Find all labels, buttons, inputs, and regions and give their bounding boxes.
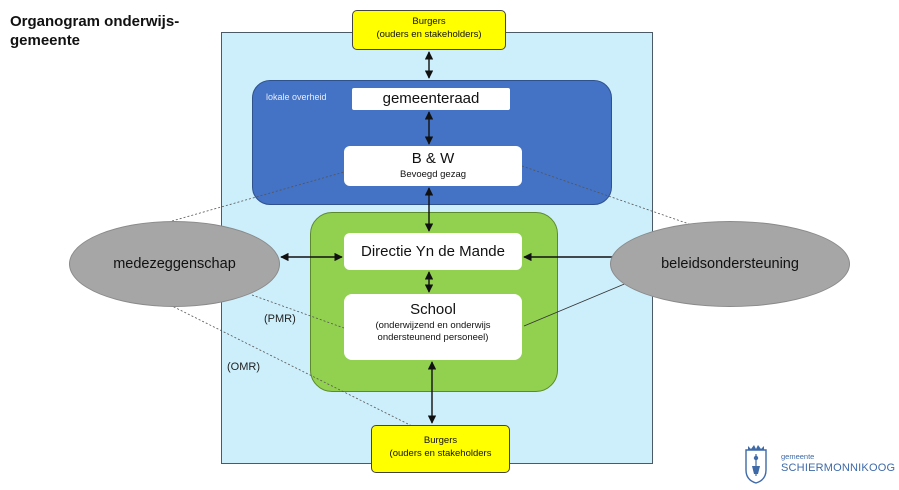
brand-gemeente-label: gemeente — [781, 452, 815, 461]
brand-name-label: SCHIERMONNIKOOG — [781, 462, 896, 474]
pmr-label: (PMR) — [264, 313, 296, 325]
bw-box: B & W Bevoegd gezag — [344, 146, 522, 186]
school-box: School (onderwijzend en onderwijs onders… — [344, 294, 522, 360]
dashed-line-mede-bw — [171, 171, 345, 222]
municipality-crest-icon — [745, 445, 767, 484]
dashed-line-bw-beleid — [521, 165, 693, 226]
school-subtitle-line1: (onderwijzend en onderwijs — [375, 320, 491, 331]
burgers-top-line2: (ouders en stakeholders) — [376, 29, 482, 40]
beleidsondersteuning-ellipse: beleidsondersteuning — [610, 221, 850, 307]
school-title: School — [410, 301, 456, 318]
burgers-bottom-line1: Burgers — [423, 435, 458, 446]
local-government-label: lokale overheid — [266, 92, 327, 102]
bw-subtitle: Bevoegd gezag — [399, 169, 467, 180]
burgers-bottom-line2: (ouders en stakeholders — [389, 448, 492, 459]
arrow-school-beleid — [523, 279, 635, 327]
medezeggenschap-ellipse: medezeggenschap — [69, 221, 280, 307]
gemeenteraad-box: gemeenteraad — [352, 88, 510, 110]
diagram-title: Organogram onderwijs- gemeente — [10, 13, 180, 49]
burgers-top-line1: Burgers — [412, 16, 446, 27]
burgers-top-box: Burgers (ouders en stakeholders) — [352, 10, 506, 50]
burgers-bottom-box: Burgers (ouders en stakeholders — [371, 425, 510, 473]
dashed-line-pmr — [251, 294, 345, 329]
omr-label: (OMR) — [227, 361, 260, 373]
directie-box: Directie Yn de Mande — [344, 233, 522, 270]
bw-title: B & W — [411, 150, 455, 167]
school-subtitle-line2: ondersteunend personeel) — [377, 332, 489, 343]
